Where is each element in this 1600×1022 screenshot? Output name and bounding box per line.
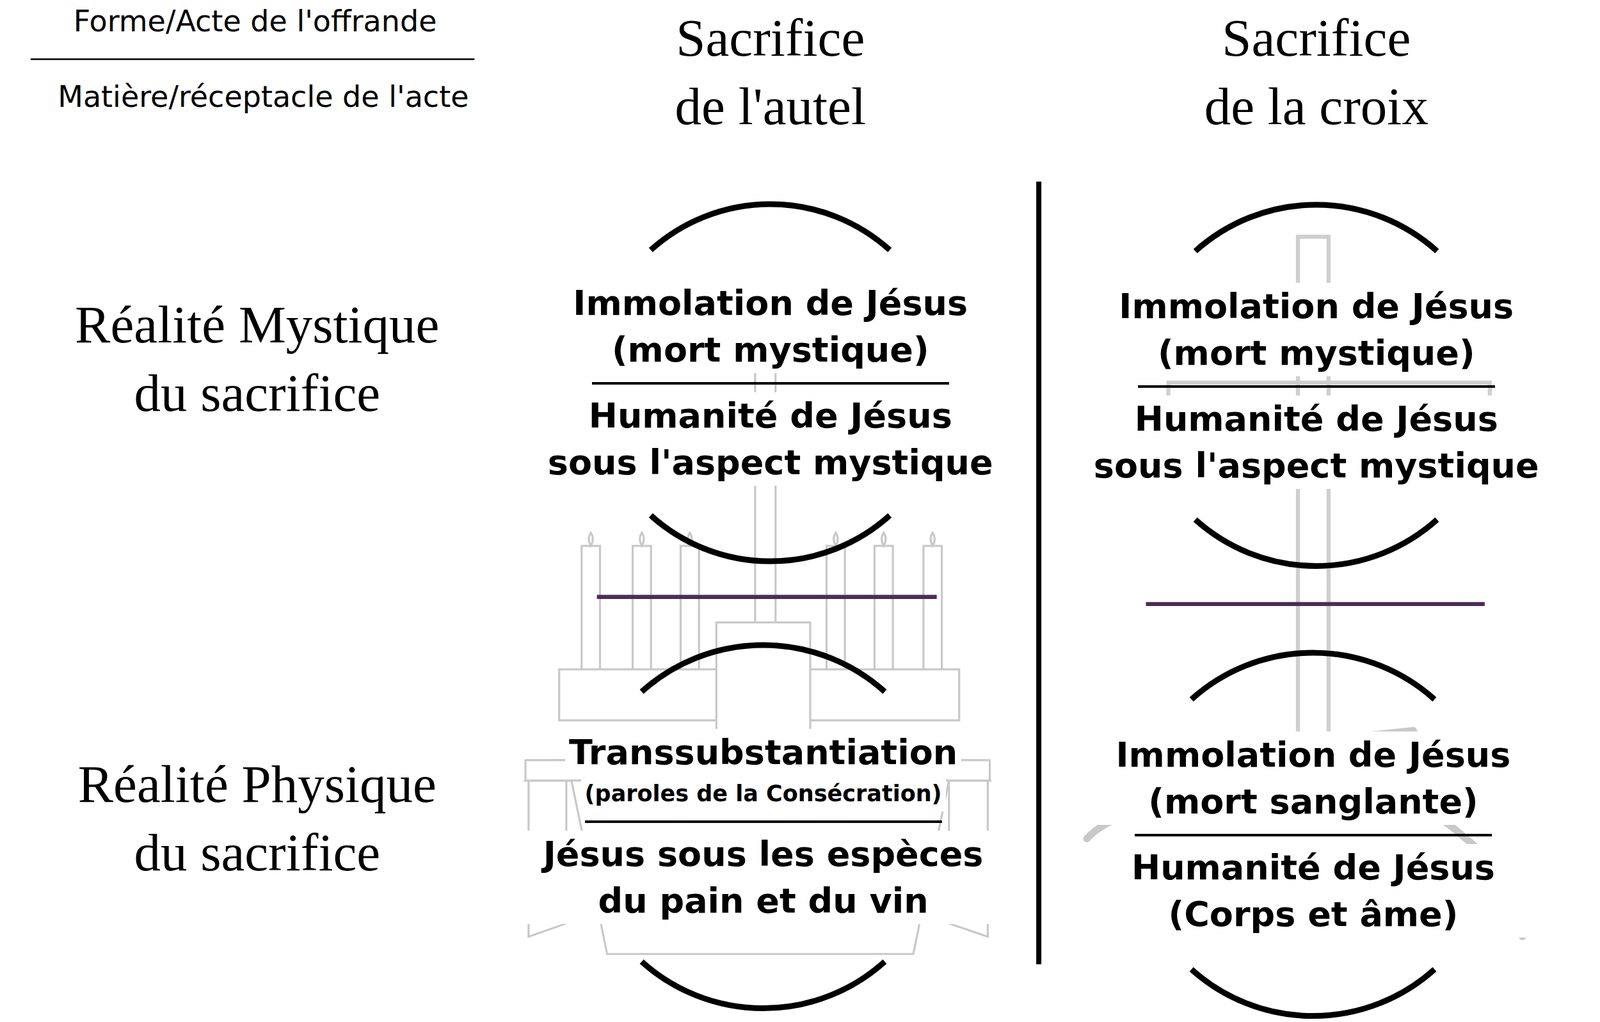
column-header: Sacrifice de l'autel (652, 3, 889, 141)
fraction-line (1134, 833, 1492, 837)
arc (1195, 204, 1438, 251)
arc (1195, 519, 1438, 566)
column-header: Sacrifice de la croix (1198, 3, 1435, 141)
offering-act: (paroles de la Consécration) (581, 775, 946, 812)
row-header: Réalité Mystique du sacrifice (52, 290, 463, 428)
circle-node: Immolation de Jésus (mort sanglante) Huma… (1047, 652, 1579, 1017)
circle-node: Immolation de Jésus (mort mystique) Human… (1050, 204, 1582, 566)
row-header: Réalité Physique du sacrifice (52, 750, 463, 888)
fraction-line (1137, 385, 1496, 388)
column-separator (1036, 181, 1042, 965)
arc (650, 204, 890, 251)
fraction-line (584, 820, 943, 824)
arc (641, 961, 886, 1008)
offering-matter: Humanité de Jésus (Corps et âme) (1050, 844, 1576, 938)
arc (1191, 652, 1435, 700)
offering-act: Transsubstantiation (565, 728, 962, 776)
offering-matter: Humanité de Jésus sous l'aspect mystique (1053, 395, 1579, 489)
fraction-bar (1146, 602, 1485, 607)
offering-matter: Humanité de Jésus sous l'aspect mystique (507, 392, 1033, 486)
circle-node: Immolation de Jésus (mort mystique) Human… (504, 204, 1036, 562)
circle-arcs (497, 645, 1029, 1009)
circle-node: Transsubstantiation(paroles de la Conséc… (497, 645, 1029, 1009)
node-content: Immolation de Jésus (mort sanglante) Huma… (1047, 652, 1579, 1017)
node-content: Immolation de Jésus (mort mystique) Human… (504, 204, 1036, 562)
node-content: Immolation de Jésus (mort mystique) Human… (1050, 204, 1582, 566)
offering-act: Immolation de Jésus (mort mystique) (1053, 282, 1579, 377)
offering-act: Immolation de Jésus (mort mystique) (507, 279, 1033, 374)
offering-matter: Jésus sous les espèces du pain et du vin (500, 830, 1026, 925)
fraction-bar (597, 595, 937, 600)
arc (1191, 969, 1435, 1017)
fraction-line (592, 382, 950, 385)
offering-act: Immolation de Jésus (mort sanglante) (1050, 731, 1576, 825)
node-content: Transsubstantiation(paroles de la Conséc… (497, 645, 1029, 1009)
arc (650, 515, 890, 562)
axis-legend: Matière/réceptacle de l'acte (57, 79, 469, 115)
fraction-bar (30, 58, 475, 60)
axis-legend: Forme/Acte de l'offrande (73, 3, 438, 40)
arc (641, 645, 886, 692)
